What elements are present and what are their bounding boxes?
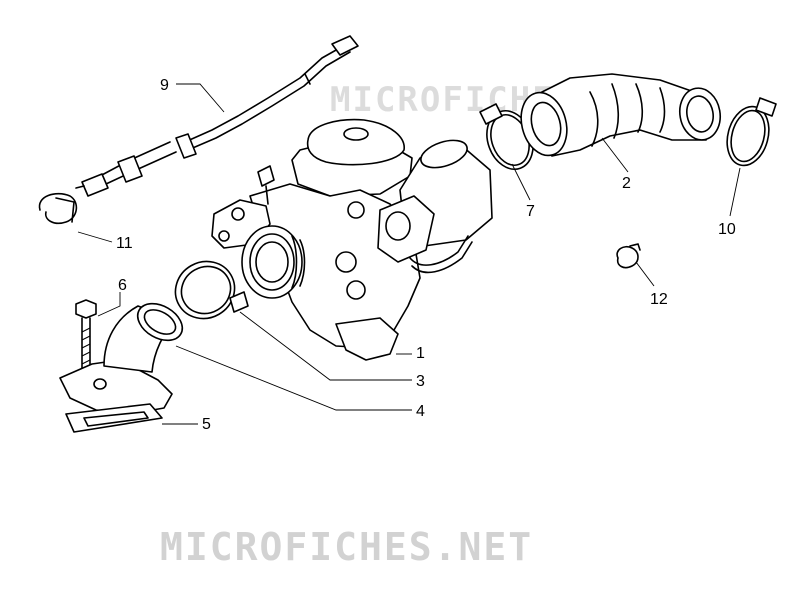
callout-2: 2 bbox=[622, 175, 631, 192]
callout-10: 10 bbox=[718, 221, 736, 238]
carburettor bbox=[211, 118, 421, 361]
callout-1: 1 bbox=[416, 345, 425, 362]
callout-9: 9 bbox=[160, 77, 169, 94]
gasket bbox=[65, 403, 163, 433]
callout-4: 4 bbox=[416, 403, 425, 420]
callout-11: 11 bbox=[116, 235, 133, 252]
clamp-small bbox=[38, 192, 78, 225]
intake-duct bbox=[520, 73, 722, 157]
callout-5: 5 bbox=[202, 416, 211, 433]
callout-6: 6 bbox=[118, 277, 127, 294]
callout-3: 3 bbox=[416, 373, 425, 390]
bolt bbox=[75, 299, 97, 375]
clamp-large-right bbox=[726, 97, 777, 167]
callout-7: 7 bbox=[526, 203, 535, 220]
clamp-carb bbox=[174, 260, 249, 320]
cable bbox=[75, 35, 359, 197]
callout-12: 12 bbox=[650, 291, 668, 308]
choke-unit bbox=[377, 139, 493, 274]
watermark-bottom: MICROFICHES.NET bbox=[160, 525, 533, 569]
intake-manifold bbox=[59, 302, 184, 415]
clip-small bbox=[616, 243, 641, 269]
leader-lines bbox=[77, 83, 741, 425]
